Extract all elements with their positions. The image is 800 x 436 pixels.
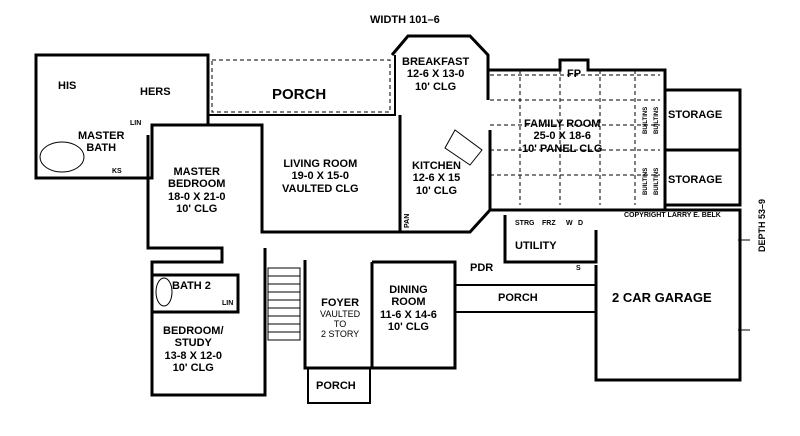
- bedroom-study-clg: 10' CLG: [172, 361, 214, 374]
- dining-room-name1: DINING: [389, 284, 428, 296]
- side-porch-wall: [455, 284, 597, 313]
- living-room-name: LIVING ROOM: [283, 158, 358, 170]
- depth-dimension: DEPTH 53–9: [757, 198, 767, 252]
- kitchen-label: KITCHEN 12-6 X 15 10' CLG: [412, 160, 461, 197]
- freezer-label: FRZ: [542, 220, 556, 227]
- living-room-label: LIVING ROOM 19-0 X 15-0 VAULTED CLG: [282, 158, 359, 195]
- utility-label: UTILITY: [515, 240, 557, 252]
- bedroom-study-name2: STUDY: [174, 337, 212, 350]
- builtins-label-2: BUILTINS: [654, 106, 660, 134]
- kitchen-size: 12-6 X 15: [412, 172, 461, 185]
- dining-room-name2: ROOM: [391, 296, 426, 309]
- storage-2-label: STORAGE: [668, 174, 723, 186]
- master-bath-line2: BATH: [86, 142, 117, 155]
- pantry-label: PAN: [404, 213, 411, 228]
- master-bedroom-label: MASTER BEDROOM 18-0 X 21-0 10' CLG: [168, 166, 225, 215]
- master-bedroom-clg: 10' CLG: [176, 202, 218, 215]
- powder-room-label: PDR: [470, 262, 494, 274]
- kitchen-name: KITCHEN: [412, 160, 461, 172]
- hers-closet-label: HERS: [140, 86, 171, 98]
- foyer-dining-wall: [263, 248, 374, 395]
- storage-wall: [665, 88, 742, 207]
- foyer-note2: TO: [333, 319, 347, 330]
- foyer-label: FOYER VAULTED TO 2 STORY: [320, 297, 360, 340]
- ks-label: KS: [112, 168, 122, 175]
- dining-room-clg: 10' CLG: [387, 320, 429, 333]
- storage-small-label: STRG: [515, 220, 535, 227]
- living-room-clg: VAULTED CLG: [282, 182, 359, 195]
- breakfast-name: BREAKFAST: [402, 56, 470, 68]
- bath2-wall: [152, 273, 240, 314]
- bedroom-study-size: 13-8 X 12-0: [164, 349, 222, 362]
- linen-1-label: LIN: [130, 120, 142, 127]
- garage-label: 2 CAR GARAGE: [612, 290, 712, 305]
- family-room-label: FAMILY ROOM 25-0 X 18-6 10' PANEL CLG: [522, 118, 602, 155]
- copyright-text: COPYRIGHT LARRY E. BELK: [624, 212, 721, 219]
- breakfast-size: 12-6 X 13-0: [406, 68, 465, 81]
- width-dimension: WIDTH 101–6: [370, 14, 440, 26]
- master-bedroom-size: 18-0 X 21-0: [168, 190, 226, 203]
- rear-porch-outline: [207, 55, 396, 116]
- side-porch-label: PORCH: [498, 292, 538, 304]
- foyer-note3: 2 STORY: [321, 329, 360, 340]
- master-bath-line1: MASTER: [78, 130, 125, 142]
- dining-wall: [372, 260, 457, 370]
- tub-icon: [39, 141, 85, 173]
- front-porch-label: PORCH: [316, 380, 356, 392]
- utility-garage-wall: [490, 208, 742, 382]
- stairs-icon: [267, 267, 301, 341]
- dining-room-size: 11-6 X 14-6: [380, 308, 437, 321]
- builtins-label-1: BUILTINS: [643, 106, 649, 134]
- builtins-label-4: BUILTINS: [654, 167, 660, 195]
- master-bedroom-name2: BEDROOM: [168, 178, 226, 191]
- front-porch-wall: [307, 368, 371, 404]
- washer-label: W: [566, 220, 573, 227]
- his-closet-label: HIS: [58, 80, 77, 92]
- foyer-name: FOYER: [321, 297, 360, 309]
- master-suite-wall: [34, 53, 210, 180]
- bath-2-label: BATH 2: [172, 280, 211, 292]
- kitchen-island-icon: [444, 129, 483, 166]
- family-room-name: FAMILY ROOM: [524, 118, 601, 130]
- storage-1-label: STORAGE: [668, 109, 723, 121]
- family-room-ceiling-panels: [490, 70, 660, 205]
- kitchen-clg: 10' CLG: [415, 184, 458, 197]
- linen-2-label: LIN: [222, 300, 234, 307]
- utility-wall: [503, 215, 598, 264]
- fireplace-label: FP: [567, 68, 582, 80]
- master-bath-label: MASTER BATH: [78, 130, 124, 155]
- rear-porch-label: PORCH: [272, 86, 327, 103]
- dryer-label: D: [578, 220, 584, 227]
- kitchen-wall: [398, 115, 492, 234]
- living-room-size: 19-0 X 15-0: [291, 170, 350, 183]
- sink-label: S: [576, 265, 581, 272]
- bath2-tub-icon: [155, 277, 173, 307]
- breakfast-clg: 10' CLG: [415, 80, 457, 93]
- builtins-label-3: BUILTINS: [643, 167, 649, 195]
- bedroom-study-label: BEDROOM/ STUDY 13-8 X 12-0 10' CLG: [163, 325, 224, 374]
- breakfast-label: BREAKFAST 12-6 X 13-0 10' CLG: [402, 56, 469, 93]
- foyer-note1: VAULTED: [320, 309, 361, 320]
- main-west-wall: [146, 135, 267, 397]
- family-room-clg: 10' PANEL CLG: [522, 142, 603, 155]
- dining-room-label: DINING ROOM 11-6 X 14-6 10' CLG: [380, 284, 437, 333]
- master-bedroom-name1: MASTER: [173, 166, 220, 178]
- garage-door-line: [738, 239, 750, 331]
- family-room-size: 25-0 X 18-6: [533, 130, 591, 143]
- bedroom-study-name1: BEDROOM/: [163, 325, 224, 337]
